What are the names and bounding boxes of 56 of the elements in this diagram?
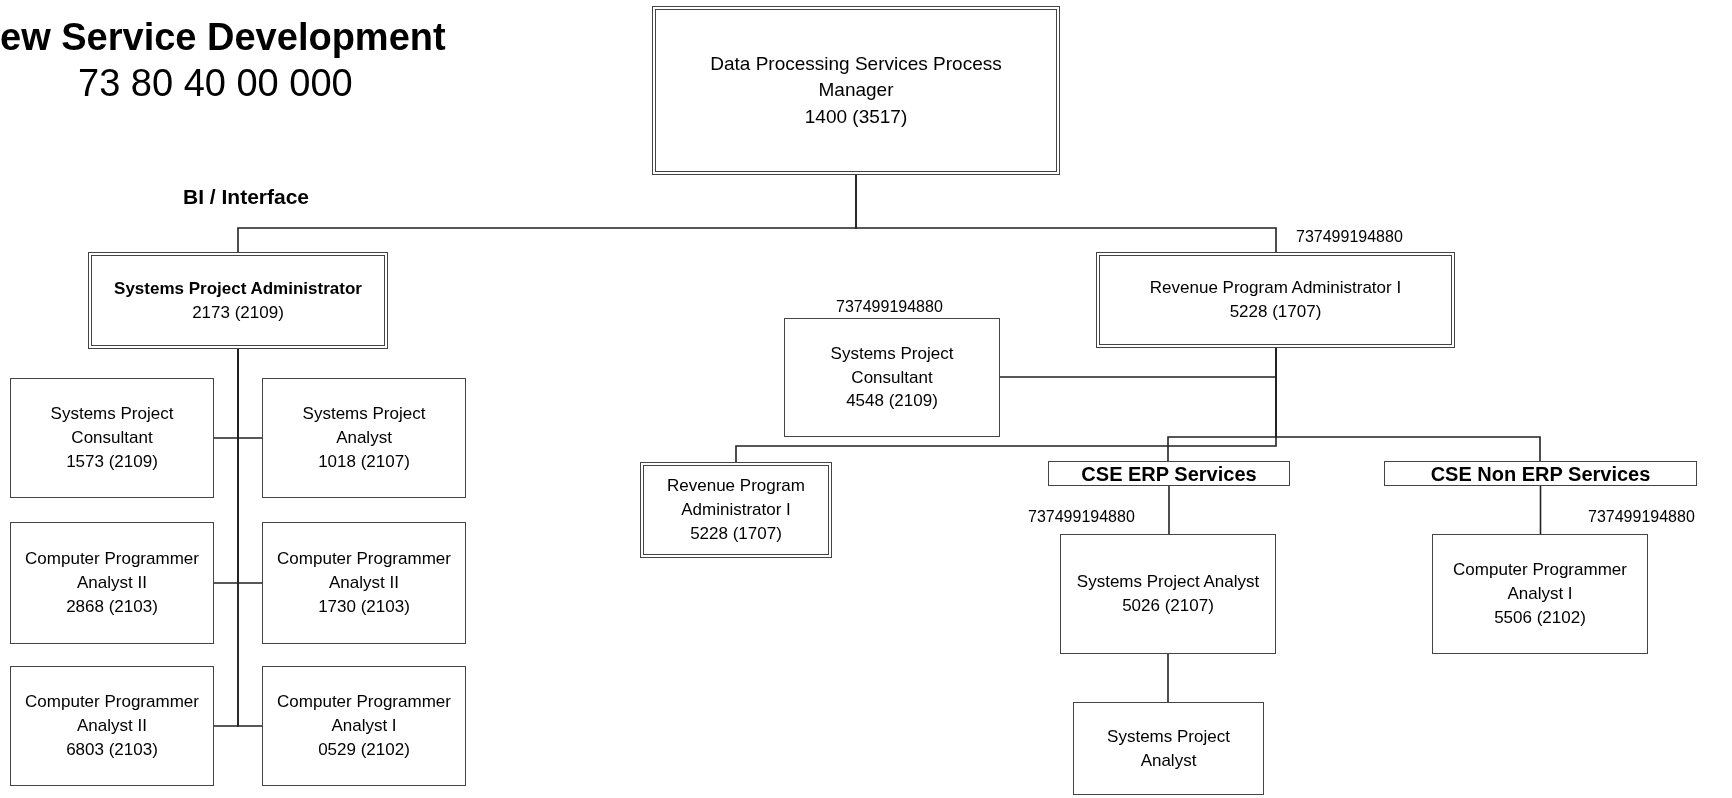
position-title: Systems Project Consultant (49, 403, 175, 450)
position-number: 6803 (2103) (65, 738, 159, 761)
position-box (88, 252, 388, 349)
group-header-box (1048, 461, 1290, 486)
position-number: 2173 (2109) (191, 301, 285, 324)
position-title: Systems Project Analyst (301, 403, 427, 450)
position-box (262, 666, 466, 786)
position-number: 5506 (2102) (1493, 606, 1587, 629)
position-number: 5228 (1707) (689, 522, 783, 545)
position-number: 0529 (2102) (317, 738, 411, 761)
position-title: Data Processing Services Process Manager (709, 51, 1003, 103)
position-title: Systems Project Analyst (1075, 571, 1261, 594)
position-title: Computer Programmer Analyst I (1452, 559, 1628, 606)
position-title: Computer Programmer Analyst II (24, 691, 200, 738)
position-title: Systems Project Administrator (113, 277, 363, 300)
position-title: Systems Project Analyst (1106, 725, 1231, 772)
position-code: 737499194880 (836, 298, 943, 316)
position-box (10, 522, 214, 644)
section-label: BI / Interface (183, 185, 310, 209)
position-number: 2868 (2103) (65, 595, 159, 618)
position-number: 1400 (3517) (803, 104, 909, 129)
position-title: Revenue Program Administrator I (666, 475, 806, 522)
position-code: 737499194880 (1588, 508, 1695, 526)
connector-line (855, 174, 1277, 253)
position-number: 5228 (1707) (1228, 301, 1323, 323)
position-box (10, 378, 214, 498)
position-box (1096, 252, 1455, 348)
position-number: 1573 (2109) (65, 450, 159, 473)
position-title: Systems Project Consultant (829, 342, 955, 389)
position-box (640, 462, 832, 558)
position-code: 737499194880 (1296, 228, 1403, 246)
position-number: 4548 (2109) (845, 390, 939, 413)
position-title: Computer Programmer Analyst II (24, 548, 200, 595)
connector-line (1168, 485, 1170, 535)
position-number: 1018 (2107) (317, 450, 411, 473)
group-header-box (1384, 461, 1697, 486)
position-box (1073, 702, 1264, 795)
position-title: Computer Programmer Analyst I (276, 691, 452, 738)
position-title: Revenue Program Administrator I (1148, 277, 1403, 300)
position-title: Computer Programmer Analyst II (276, 548, 452, 595)
position-box (10, 666, 214, 786)
connector-line (1539, 485, 1542, 535)
chart-title: ew Service Development (0, 16, 446, 59)
position-title: CSE Non ERP Services (1429, 462, 1652, 485)
position-box (262, 378, 466, 498)
position-box (1432, 534, 1648, 654)
position-code: 737499194880 (1028, 508, 1135, 526)
position-box (652, 6, 1060, 175)
org-code: 73 80 40 00 000 (78, 62, 353, 105)
position-box (784, 318, 1000, 437)
connector-line (1167, 653, 1169, 703)
position-number: 1730 (2103) (317, 595, 411, 618)
position-box (262, 522, 466, 644)
position-number: 5026 (2107) (1121, 595, 1215, 617)
position-title: CSE ERP Services (1080, 462, 1258, 485)
position-box (1060, 534, 1276, 654)
